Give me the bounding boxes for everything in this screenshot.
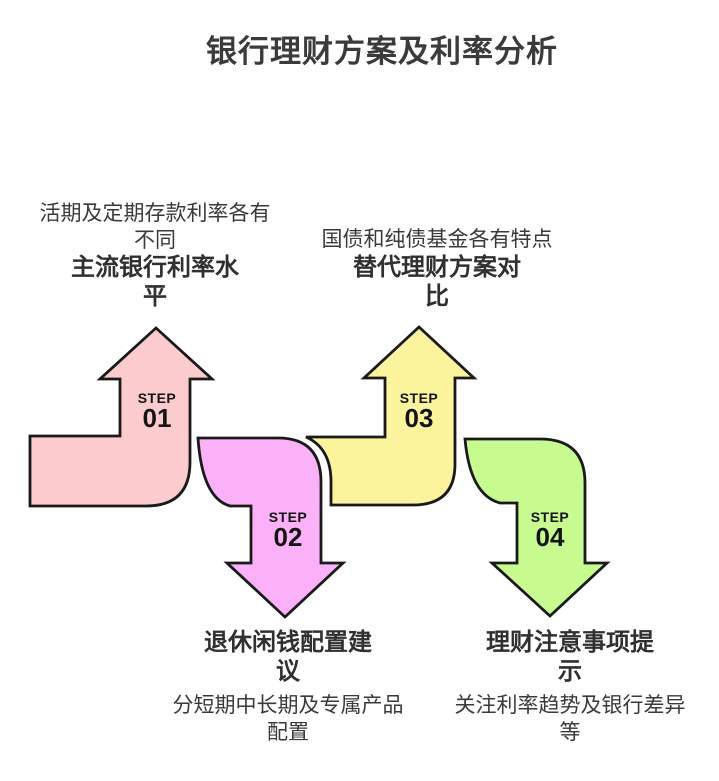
step1-heading: 主流银行利率水 平 — [25, 253, 285, 311]
step3-label-number: 03 — [404, 403, 434, 433]
step4-desc-line2: 等 — [559, 721, 581, 744]
step3-arrow — [305, 325, 478, 507]
step4-label: STEP 04 — [505, 509, 595, 552]
step1-label-word: STEP — [137, 390, 177, 406]
step4-heading-line1: 理财注意事项提 — [486, 629, 654, 656]
step4-heading-line2: 示 — [558, 658, 582, 685]
step2-label-number: 02 — [273, 522, 303, 552]
step2-arrow — [196, 436, 347, 619]
step1-heading-line2: 平 — [143, 283, 167, 310]
step3-desc-line1: 国债和纯债基金各有特点 — [321, 228, 553, 251]
step1-desc-line2: 不同 — [134, 229, 176, 252]
step2-description: 分短期中长期及专属产品 配置 — [158, 692, 418, 746]
step3-heading-line2: 比 — [425, 283, 449, 310]
page-title: 银行理财方案及利率分析 — [206, 34, 558, 69]
step4-desc-line1: 关注利率趋势及银行差异 — [454, 694, 686, 717]
step4-label-number: 04 — [535, 522, 565, 552]
step4-arrow — [463, 437, 611, 618]
step4-label-word: STEP — [530, 509, 570, 525]
step1-description: 活期及定期存款利率各有 不同 — [25, 200, 285, 254]
step2-heading-line1: 退休闲钱配置建 — [204, 629, 372, 656]
step1-heading-line1: 主流银行利率水 — [71, 254, 239, 281]
step3-label-word: STEP — [399, 390, 439, 406]
step3-description: 国债和纯债基金各有特点 — [307, 226, 567, 253]
step3-heading-line1: 替代理财方案对 — [353, 254, 521, 281]
step2-desc-line1: 分短期中长期及专属产品 — [172, 694, 404, 717]
step4-description: 关注利率趋势及银行差异 等 — [440, 692, 700, 746]
step1-label-number: 01 — [142, 403, 172, 433]
step2-heading: 退休闲钱配置建 议 — [158, 628, 418, 686]
step4-heading: 理财注意事项提 示 — [440, 628, 700, 686]
step1-arrow — [28, 326, 216, 508]
step1-desc-line1: 活期及定期存款利率各有 — [39, 202, 271, 225]
step3-heading: 替代理财方案对 比 — [307, 253, 567, 311]
step2-heading-line2: 议 — [276, 658, 300, 685]
step3-label: STEP 03 — [374, 390, 464, 433]
step2-desc-line2: 配置 — [267, 721, 309, 744]
step2-label: STEP 02 — [243, 509, 333, 552]
step2-label-word: STEP — [268, 509, 308, 525]
step1-label: STEP 01 — [112, 390, 202, 433]
